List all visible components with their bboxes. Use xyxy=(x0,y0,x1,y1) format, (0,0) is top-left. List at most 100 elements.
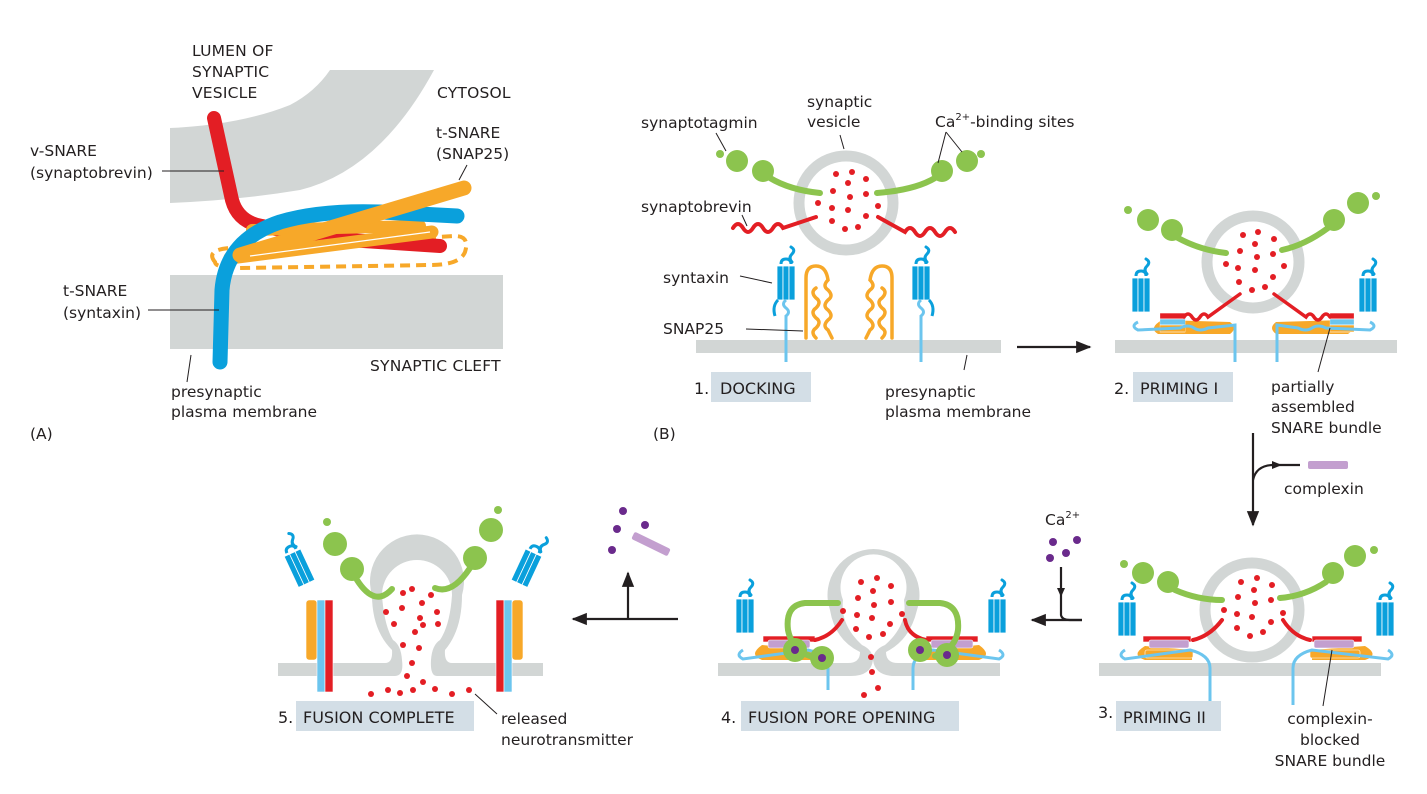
syntaxin-label-1: t-SNARE xyxy=(63,282,127,300)
synaptotagmin-right-step3 xyxy=(1277,545,1378,601)
vesicle-membrane-arc xyxy=(170,70,434,203)
ca-binding-label: Ca2+-binding sites xyxy=(935,112,1074,131)
release-arrow xyxy=(571,507,678,626)
released-label-2: neurotransmitter xyxy=(501,731,634,749)
syntaxin-left-step1 xyxy=(775,245,797,302)
t-snare-snap25 xyxy=(232,180,472,263)
calcium-influx-arrow: Ca2+ xyxy=(1030,510,1082,627)
syntaxin-right-step2 xyxy=(1357,257,1379,314)
syntaxin-right-step5 xyxy=(509,530,552,589)
released-complexin xyxy=(631,532,671,556)
synaptobrevin-right-step2 xyxy=(1272,292,1332,322)
bound-calcium-left-a xyxy=(791,646,799,654)
step-2-priming-1: 2. PRIMING I partially assembled SNARE b… xyxy=(1114,192,1397,437)
synaptotagmin-left-step1 xyxy=(716,150,823,196)
synaptobrevin-left-step2 xyxy=(1182,292,1242,322)
calcium-ions-step3 xyxy=(1046,536,1081,562)
syntaxin-label-b: syntaxin xyxy=(663,269,729,287)
panel-b-label: (B) xyxy=(653,425,676,443)
syntaxin-chain-left-step3 xyxy=(1119,648,1212,705)
bound-calcium-right-b xyxy=(943,651,951,659)
v-snare-label-2: (synaptobrevin) xyxy=(30,164,153,182)
syntaxin-chain-right-step3 xyxy=(1291,648,1394,705)
step-4-box xyxy=(741,701,959,731)
synaptobrevin-cis-left xyxy=(324,599,334,693)
step-5-number: 5. xyxy=(278,708,293,727)
membrane-step4 xyxy=(718,549,1000,676)
released-label-1: released xyxy=(501,710,567,728)
vesicle-label-2: vesicle xyxy=(807,113,860,131)
syntaxin-cis-right xyxy=(503,599,513,693)
membrane-label-a-2: plasma membrane xyxy=(171,403,317,421)
syntaxin-tail-left-step1 xyxy=(782,298,790,362)
syntaxin-chain-left-step2 xyxy=(1132,320,1237,362)
step-3-box xyxy=(1116,701,1221,731)
complexin-bound-right-step3 xyxy=(1313,639,1355,649)
leader-membrane-a xyxy=(186,354,192,383)
calcium-arrowhead xyxy=(1057,588,1065,597)
leader-snap25 xyxy=(458,164,468,181)
synaptobrevin-left-step1 xyxy=(731,215,818,234)
synaptotagmin-left-step3 xyxy=(1120,560,1225,603)
leader-partial-bundle xyxy=(1317,327,1331,373)
synaptobrevin-cis-right xyxy=(495,599,505,693)
synaptotagmin-right-step5 xyxy=(432,506,503,593)
neurotransmitter-dots-step4 xyxy=(840,575,905,698)
lumen-label-3: VESICLE xyxy=(192,84,257,102)
leader-ca-site-2 xyxy=(945,131,963,153)
snap25-white-edge xyxy=(249,231,431,257)
blocked-bundle-label-3: SNARE bundle xyxy=(1275,752,1386,770)
snap25-label-2: (SNAP25) xyxy=(436,145,509,163)
synaptobrevin-left-step4 xyxy=(813,618,844,642)
synaptotagmin-label: synaptotagmin xyxy=(641,114,758,132)
vesicle-step1 xyxy=(793,150,899,256)
syntaxin-tail-right-step1 xyxy=(917,298,925,362)
step-5-box xyxy=(296,701,474,731)
step-1-number: 1. xyxy=(694,379,709,398)
synaptotagmin-right-step2 xyxy=(1279,192,1380,253)
snap25-cis-right xyxy=(511,599,524,661)
snap25-label-1: t-SNARE xyxy=(436,124,500,142)
step-2-box xyxy=(1133,372,1233,402)
leader-syntaxin-b xyxy=(739,275,773,284)
step-2-label: PRIMING I xyxy=(1140,379,1218,398)
step-3-number: 3. xyxy=(1098,703,1113,722)
leader-snap25-b xyxy=(745,328,804,332)
neurotransmitter-dots-step1 xyxy=(815,169,881,232)
complexin-branch-arrow xyxy=(1251,463,1300,481)
cytosol-label: CYTOSOL xyxy=(437,84,511,102)
panel-a-label: (A) xyxy=(30,425,53,443)
t-snare-syntaxin xyxy=(212,204,465,370)
vesicle-step3 xyxy=(1199,557,1305,663)
blocked-bundle-label-1: complexin- xyxy=(1287,710,1372,728)
lumen-label-2: SYNAPTIC xyxy=(192,63,269,81)
calcium-label: Ca2+ xyxy=(1045,510,1080,529)
leader-vesicle xyxy=(839,134,845,150)
step-2-number: 2. xyxy=(1114,379,1129,398)
synaptotagmin-right-step1 xyxy=(874,150,985,196)
synaptotagmin-left-step2 xyxy=(1124,206,1229,256)
membrane-step2 xyxy=(1115,340,1397,353)
syntaxin-right-step3 xyxy=(1374,581,1396,638)
lumen-label-1: LUMEN OF xyxy=(192,42,274,60)
step-3-priming-2: 3. PRIMING II complexin- blocked SNARE b… xyxy=(1098,545,1396,770)
partial-bundle-label-3: SNARE bundle xyxy=(1271,419,1382,437)
leader-synaptotagmin xyxy=(715,132,727,152)
step-1-docking: synaptotagmin synaptic vesicle Ca2+-bind… xyxy=(641,93,1074,443)
syntaxin-hook-right-step1 xyxy=(927,298,935,317)
step-1-box xyxy=(711,372,811,402)
bound-calcium-right-a xyxy=(916,646,924,654)
synaptotagmin-left-step5 xyxy=(323,518,395,600)
leader-blocked-bundle xyxy=(1322,649,1333,707)
step-3-label: PRIMING II xyxy=(1123,708,1206,727)
partial-bundle-label-1: partially xyxy=(1271,378,1334,396)
step-4-fusion-pore-opening: 4. FUSION PORE OPENING xyxy=(718,549,1008,731)
v-snare-label-1: v-SNARE xyxy=(30,142,97,160)
complexin-arrowhead xyxy=(1272,461,1282,469)
neurotransmitter-dots-step5 xyxy=(368,586,472,697)
membrane-step1 xyxy=(696,340,1001,353)
membrane-label-a-1: presynaptic xyxy=(171,383,262,401)
syntaxin-chain-right-step4 xyxy=(911,648,1005,690)
step-5-label: FUSION COMPLETE xyxy=(303,708,455,727)
snap25-right-step1 xyxy=(864,264,894,340)
